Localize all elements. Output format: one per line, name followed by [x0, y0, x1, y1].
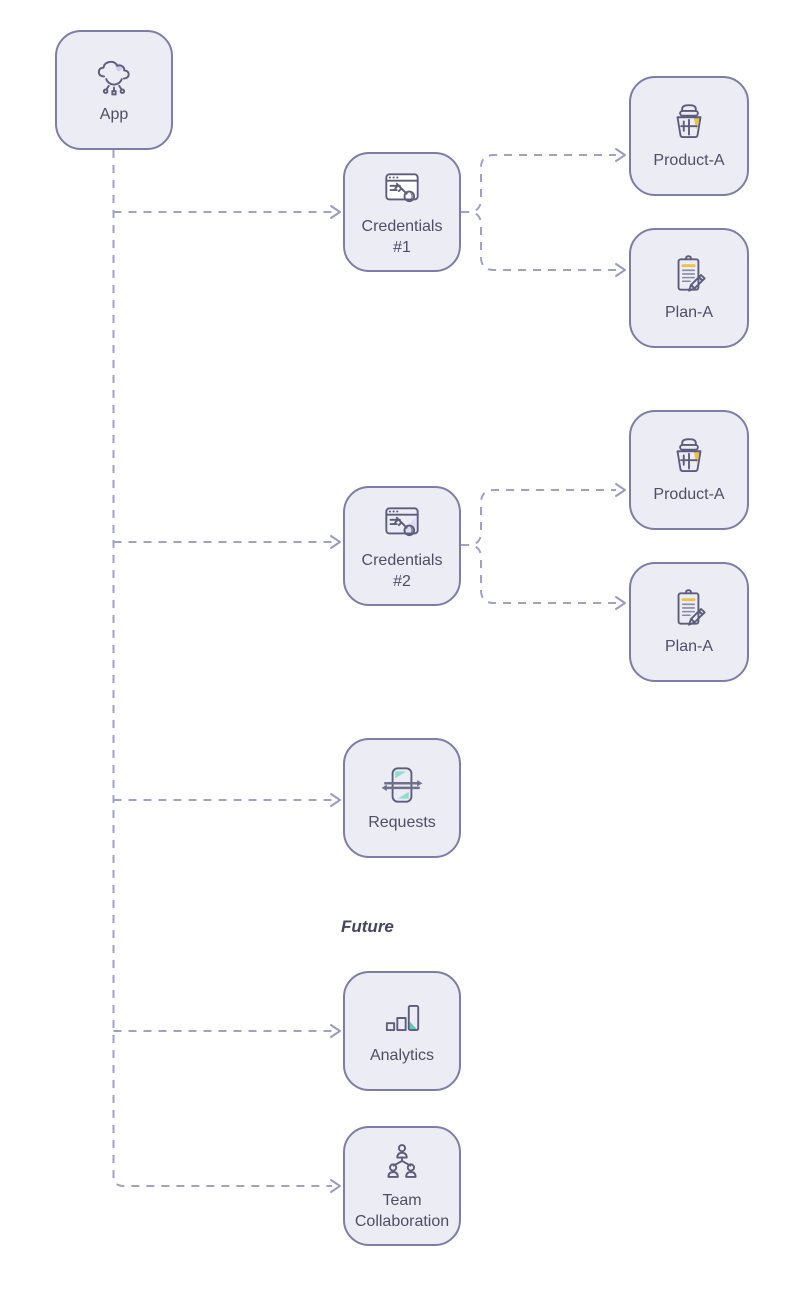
browser-key-icon	[385, 173, 419, 203]
node-requests: Requests	[343, 738, 461, 858]
edge-credentials2-plan	[461, 544, 616, 604]
node-credentials-2: Credentials #2	[343, 486, 461, 606]
edge-credentials2-product	[461, 489, 616, 546]
product-basket-icon	[676, 438, 702, 473]
arrowhead	[330, 1024, 341, 1038]
node-label: Team Collaboration	[354, 1192, 450, 1230]
plan-clipboard-icon	[677, 255, 706, 292]
arrowhead	[615, 263, 626, 277]
node-credentials-1: Credentials #1	[343, 152, 461, 272]
node-plan-a-1: Plan-A	[629, 228, 749, 348]
arrowhead	[330, 535, 341, 549]
edge-app-trunk	[112, 150, 332, 1187]
bar-chart-icon	[385, 1005, 420, 1032]
arrowhead	[615, 483, 626, 497]
node-label: Plan-A	[664, 304, 714, 322]
arrowhead	[330, 205, 341, 219]
node-label: App	[99, 106, 129, 124]
node-label: Product-A	[653, 152, 725, 170]
cloud-app-icon	[97, 61, 130, 96]
node-team-collaboration: Team Collaboration	[343, 1126, 461, 1246]
edge-credentials1-plan	[461, 211, 616, 271]
section-label-future: Future	[341, 917, 394, 936]
node-label: Credentials #2	[361, 552, 443, 590]
requests-exchange-icon	[381, 767, 423, 803]
edge-credentials1-product	[461, 154, 616, 213]
arrowhead	[330, 793, 341, 807]
team-people-icon	[387, 1144, 417, 1178]
node-product-a-2: Product-A	[629, 410, 749, 530]
plan-clipboard-icon	[677, 589, 706, 626]
node-analytics: Analytics	[343, 971, 461, 1091]
node-plan-a-2: Plan-A	[629, 562, 749, 682]
arrowhead	[615, 596, 626, 610]
node-product-a-1: Product-A	[629, 76, 749, 196]
browser-key-icon	[385, 507, 419, 537]
node-label: Credentials #1	[361, 218, 443, 256]
node-label: Product-A	[653, 486, 725, 504]
node-label: Requests	[368, 814, 436, 832]
node-label: Plan-A	[664, 638, 714, 656]
node-app: App	[55, 30, 173, 150]
product-basket-icon	[676, 104, 702, 139]
arrowhead	[615, 148, 626, 162]
arrowhead	[330, 1179, 341, 1193]
node-label: Analytics	[369, 1047, 435, 1065]
